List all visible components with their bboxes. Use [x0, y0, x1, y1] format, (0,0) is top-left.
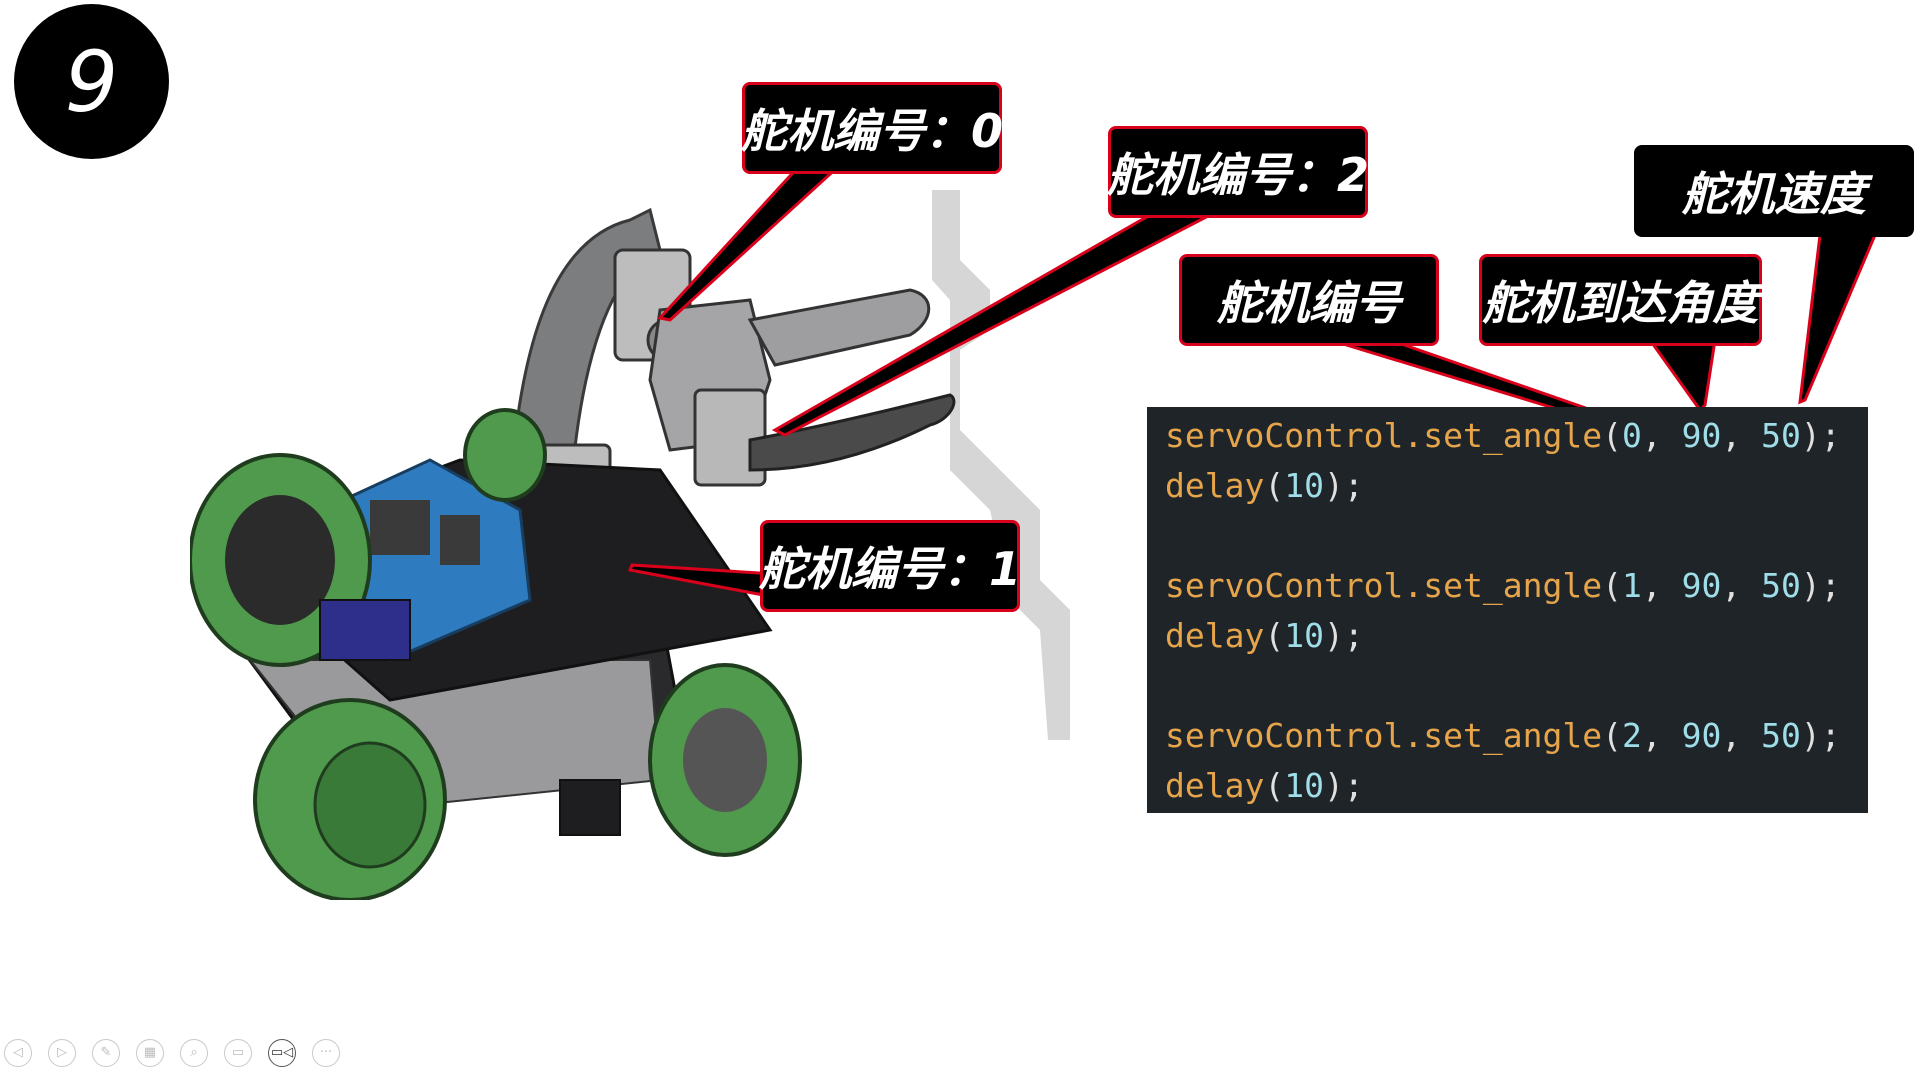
code-line: servoControl.set_angle(1, 90, 50);: [1165, 566, 1841, 605]
code-line-blank: [1165, 511, 1868, 561]
robot-car-illustration: [190, 190, 1070, 900]
callout-servo-0: 舵机编号：0: [741, 82, 1003, 174]
gripper-claw: [748, 393, 956, 472]
gripper-arm: [747, 288, 931, 367]
zoom-button[interactable]: ⌕: [180, 1038, 208, 1067]
step-number-badge: 9: [14, 4, 169, 159]
callout-servo-id: 舵机编号: [1179, 254, 1439, 346]
code-line: delay(10);: [1165, 466, 1364, 505]
code-line-blank: [1165, 661, 1868, 711]
camera-icon: ▭◁: [270, 1045, 294, 1060]
ellipsis-icon: ···: [319, 1045, 333, 1060]
pen-button[interactable]: ✎: [92, 1038, 120, 1067]
callout-servo-1: 舵机编号：1: [759, 520, 1021, 612]
code-line: servoControl.set_angle(0, 90, 50);: [1165, 416, 1841, 455]
callout-servo-speed: 舵机速度: [1634, 145, 1914, 237]
code-line: delay(10);: [1165, 616, 1364, 655]
code-line: servoControl.set_angle(2, 90, 50);: [1165, 716, 1841, 755]
arrow-left-icon: ◁: [13, 1045, 23, 1060]
wheel-front-left: [253, 698, 447, 900]
callout-target-angle: 舵机到达角度: [1479, 254, 1762, 346]
magnifier-icon: ⌕: [190, 1045, 198, 1060]
code-line: delay(10);: [1165, 766, 1364, 805]
pen-icon: ✎: [100, 1045, 112, 1060]
slideshow-toolbar: ◁ ▷ ✎ ▦ ⌕ ▭ ▭◁ ···: [0, 1036, 384, 1069]
callout-servo-2: 舵机编号：2: [1107, 126, 1369, 218]
more-options-button[interactable]: ···: [312, 1038, 340, 1067]
wheel-front-right: [648, 663, 802, 857]
subtitles-button[interactable]: ▭: [224, 1038, 252, 1067]
grid-icon: ▦: [143, 1045, 157, 1060]
code-block: servoControl.set_angle(0, 90, 50); delay…: [1147, 407, 1868, 813]
slides-overview-button[interactable]: ▦: [136, 1038, 164, 1067]
previous-slide-button[interactable]: ◁: [4, 1038, 32, 1067]
wheel-rear-right: [463, 408, 547, 502]
caption-icon: ▭: [231, 1045, 245, 1060]
arrow-right-icon: ▷: [57, 1045, 67, 1060]
camera-button[interactable]: ▭◁: [268, 1038, 296, 1067]
next-slide-button[interactable]: ▷: [48, 1038, 76, 1067]
